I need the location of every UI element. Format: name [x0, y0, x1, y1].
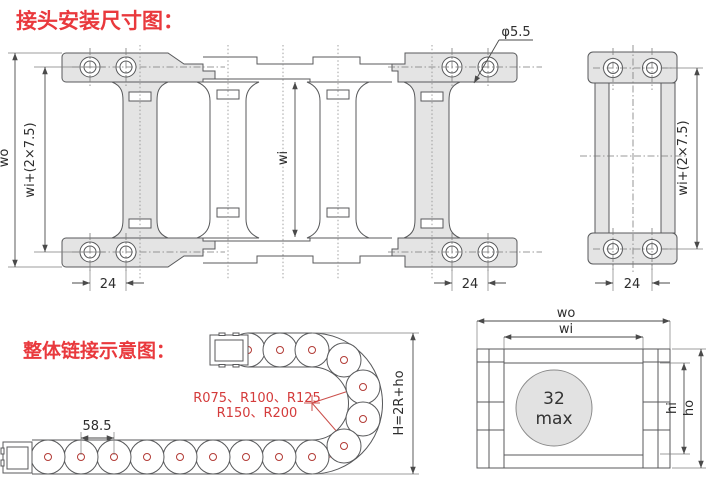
- dim-wi-plus: wi+(2×7.5): [23, 122, 38, 197]
- dim-height-formula: H=2R+ho: [392, 370, 407, 435]
- cross-section: 32 max wo wi hi ho: [476, 306, 706, 469]
- dim-wo: wo: [0, 149, 12, 168]
- front-view-middle-links: [196, 56, 392, 264]
- capacity-value: 32: [543, 389, 565, 409]
- dim-wi: wi: [276, 151, 291, 165]
- front-view-centerlines: [72, 45, 542, 280]
- section-title-chain: 整体链接示意图：: [23, 339, 175, 362]
- dim-hole-diameter: φ5.5: [501, 25, 530, 40]
- side-view: wi+(2×7.5) 24: [580, 45, 703, 292]
- front-view-left-link: [61, 52, 216, 268]
- dim-link-pitch: 58.5: [83, 419, 112, 434]
- chain-end-connector-top: [209, 332, 249, 368]
- dim-pitch-left: 24: [100, 277, 117, 292]
- front-view-right-link: [391, 52, 518, 268]
- chain-schematic: 58.5 R075、R100、R125 R150、R200 H=2R+ho: [0, 332, 419, 475]
- section-title-installation: 接头安装尺寸图：: [16, 9, 184, 33]
- dim-side-pitch: 24: [624, 277, 641, 292]
- chain-links: [30, 332, 381, 475]
- dim-section-wo: wo: [557, 306, 576, 321]
- dim-section-ho: ho: [682, 400, 697, 416]
- bend-radii-line2: R150、R200: [217, 406, 298, 421]
- chain-end-connector-bottom: [0, 441, 33, 474]
- dim-section-wi: wi: [559, 322, 573, 337]
- dim-pitch-right: 24: [462, 277, 479, 292]
- capacity-unit: max: [535, 409, 572, 429]
- dim-section-hi: hi: [665, 402, 680, 414]
- front-view-dimensions: wo wi+(2×7.5) wi φ5.5 24 24: [0, 25, 533, 292]
- dim-side-wi-plus: wi+(2×7.5): [676, 120, 691, 195]
- cable-capacity-circle: [515, 369, 593, 447]
- bend-radii-line1: R075、R100、R125: [193, 391, 321, 406]
